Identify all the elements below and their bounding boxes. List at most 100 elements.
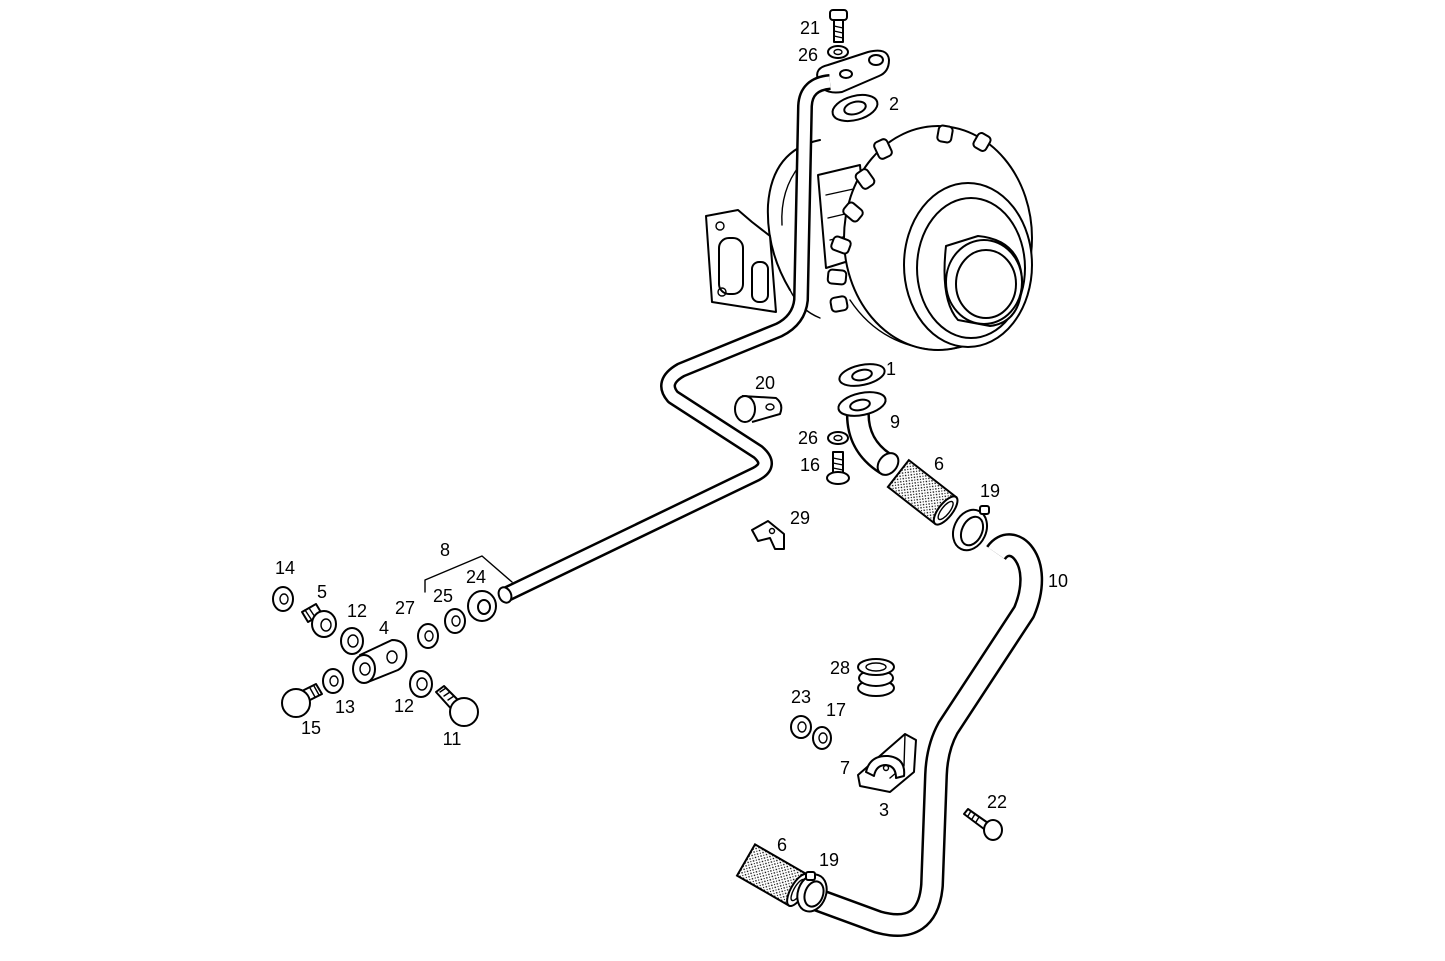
callout-17: 17 — [826, 700, 846, 720]
washer-26-lower — [827, 431, 849, 445]
bracket-hole — [768, 527, 776, 535]
washer — [409, 670, 433, 698]
callout-20: 20 — [755, 373, 775, 393]
clamp-inner — [803, 880, 825, 908]
compressor-inlet — [945, 239, 1023, 325]
nut-24 — [467, 590, 497, 622]
callout-7: 7 — [840, 758, 850, 778]
clip-hole — [882, 764, 890, 772]
washer-27 — [417, 623, 439, 649]
washer-hole — [833, 48, 843, 56]
grommet-hole — [865, 662, 887, 672]
callout-12-upper: 12 — [347, 601, 367, 621]
gasket — [838, 363, 886, 387]
housing-bolt-boss — [972, 132, 992, 152]
elbow-9 — [837, 391, 900, 476]
callout-27: 27 — [395, 598, 415, 618]
callout-4: 4 — [379, 618, 389, 638]
callout-6-upper: 6 — [934, 454, 944, 474]
bolt-21 — [829, 9, 848, 43]
clip-20 — [734, 395, 783, 423]
callout-15: 15 — [301, 718, 321, 738]
callout-14: 14 — [275, 558, 295, 578]
callout-2: 2 — [889, 94, 899, 114]
nut-body — [467, 590, 497, 622]
washer — [417, 623, 439, 649]
housing-bolt-boss — [854, 168, 876, 190]
union-end-bore — [359, 662, 371, 676]
callout-10: 10 — [1048, 571, 1068, 591]
turbocharger — [705, 124, 1033, 351]
callout-9: 9 — [890, 412, 900, 432]
bolt-11 — [435, 685, 479, 727]
housing-bolt-boss — [873, 138, 893, 160]
washer — [272, 586, 294, 612]
oil-feed-pipe-fill — [504, 76, 831, 599]
washer — [444, 608, 466, 634]
elbow-end — [876, 452, 900, 476]
callout-bracket-8 — [424, 555, 513, 593]
gasket-1 — [838, 363, 886, 387]
banjo-union-4 — [352, 639, 408, 684]
flange-port-right — [751, 261, 769, 303]
bolt-head — [826, 471, 850, 485]
nut-23 — [790, 715, 812, 739]
washer-hole — [416, 677, 428, 691]
washer — [340, 627, 364, 655]
callout-8: 8 — [440, 540, 450, 560]
grommet-ring — [857, 658, 895, 676]
clamp-screw — [805, 871, 816, 881]
bolt-16 — [826, 451, 850, 485]
gasket-hole — [843, 100, 867, 116]
housing-bolt-boss — [936, 124, 954, 144]
gasket-hole — [851, 368, 873, 382]
washer-hole — [279, 593, 289, 605]
bolt-15 — [281, 683, 323, 718]
washer — [827, 45, 849, 59]
housing-bolt-boss — [826, 268, 848, 286]
clamp-19-lower — [796, 871, 828, 913]
bolt-thread — [439, 687, 455, 701]
bolt-head — [281, 688, 311, 718]
washer-hole — [833, 434, 843, 442]
clamp-inner — [959, 515, 985, 547]
bolt-22 — [963, 808, 1003, 841]
washer-26-top — [827, 45, 849, 59]
bolt-5 — [301, 603, 337, 638]
compressor-inlet-bore — [955, 249, 1017, 319]
callout-13: 13 — [335, 697, 355, 717]
bracket-29 — [751, 520, 785, 550]
turbine-housing-outline — [766, 139, 821, 291]
grommet-28 — [857, 658, 895, 697]
callout-16: 16 — [800, 455, 820, 475]
hose-bore — [937, 500, 954, 521]
housing-bolt-boss — [830, 235, 852, 255]
callout-24: 24 — [466, 567, 486, 587]
callout-6-lower: 6 — [777, 835, 787, 855]
clip-loop — [734, 395, 756, 423]
washer-hole — [329, 675, 339, 687]
callout-3: 3 — [879, 800, 889, 820]
washer — [322, 668, 344, 694]
washer-13 — [322, 668, 344, 694]
washer-14 — [272, 586, 294, 612]
hose-end — [932, 495, 959, 526]
washer-hole — [347, 634, 359, 648]
clip-7 — [865, 754, 906, 779]
washer-hole — [424, 630, 434, 642]
washer-hole — [818, 732, 828, 744]
gasket-2 — [831, 93, 879, 123]
washer-12-upper — [340, 627, 364, 655]
elbow-flange — [837, 391, 887, 417]
nut-body — [790, 715, 812, 739]
turbine-flange — [705, 209, 777, 313]
washer-12-lower — [409, 670, 433, 698]
bolt-thread — [832, 457, 844, 471]
clip-body — [865, 754, 906, 779]
bolt-head — [449, 697, 479, 727]
callout-25: 25 — [433, 586, 453, 606]
oil-drain-pipe — [813, 533, 1044, 937]
compressor-inner-ring — [916, 197, 1026, 339]
oil-drain-pipe-fill — [814, 535, 1041, 935]
